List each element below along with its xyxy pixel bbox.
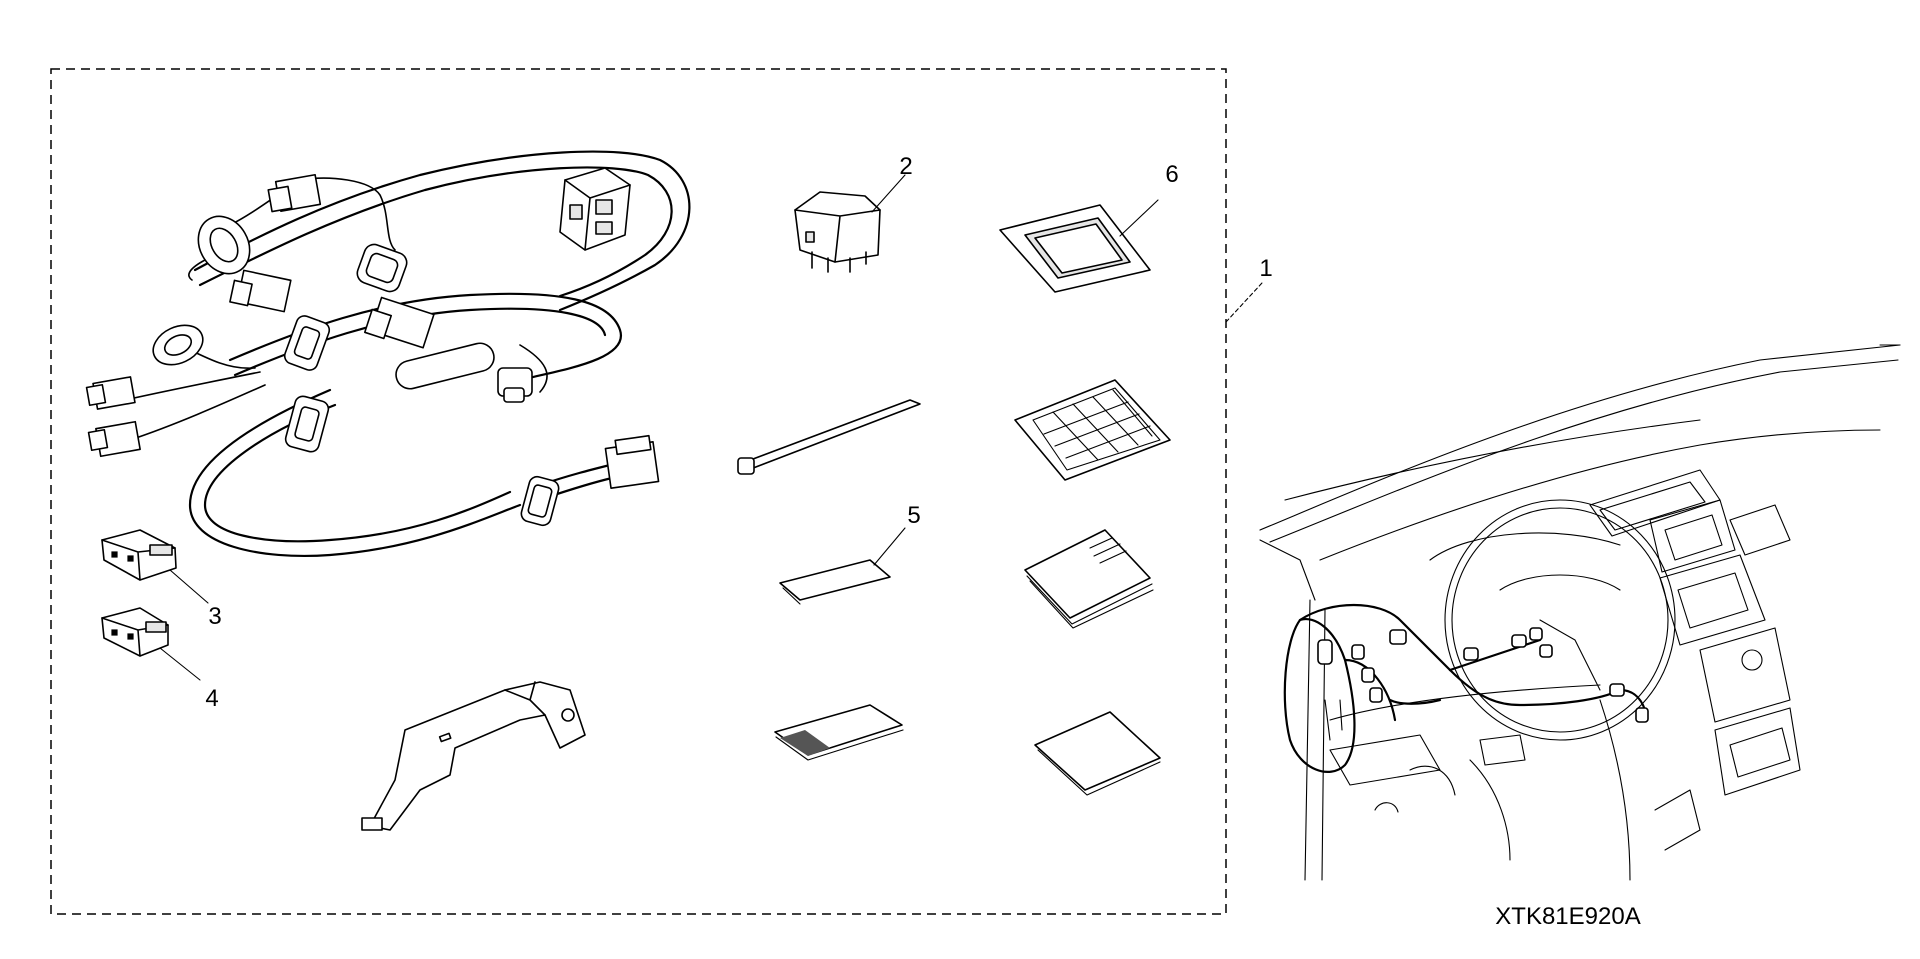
adhesive-pad	[779, 559, 891, 605]
callout-1: 1	[1259, 255, 1272, 282]
harness-connector	[188, 215, 251, 281]
harness-connector	[267, 173, 322, 213]
wire-harness	[85, 150, 691, 558]
dashboard-install-view	[1259, 344, 1901, 881]
seal-gasket	[999, 204, 1151, 293]
harness-connector	[520, 475, 560, 527]
callout-5: 5	[907, 502, 920, 529]
cable-tie	[737, 399, 921, 475]
harness-connector	[283, 315, 331, 371]
harness-connector	[152, 324, 204, 366]
grid-sheet	[1014, 379, 1171, 481]
harness-connector	[363, 296, 435, 349]
harness-connector	[497, 367, 533, 403]
drawing-code: XTK81E920A	[1495, 903, 1640, 930]
harness-connector	[604, 434, 660, 489]
relay	[794, 191, 881, 273]
foam-tape	[774, 704, 904, 761]
callout-3: 3	[208, 603, 221, 630]
kit-boundary	[50, 68, 1227, 915]
fuse-4	[101, 607, 169, 657]
harness-connector	[87, 420, 141, 458]
harness-connector	[85, 376, 136, 410]
harness-connector	[356, 243, 408, 293]
callout-4: 4	[205, 685, 218, 712]
harness-connector	[229, 269, 292, 313]
instruction-sheet	[1034, 711, 1161, 796]
harness-relay-block	[559, 167, 631, 251]
callout-6: 6	[1165, 161, 1178, 188]
fuse-3	[101, 529, 177, 581]
mounting-bracket	[361, 681, 586, 831]
harness-connector	[284, 395, 330, 453]
instruction-booklet	[1024, 529, 1154, 629]
callout-2: 2	[899, 153, 912, 180]
